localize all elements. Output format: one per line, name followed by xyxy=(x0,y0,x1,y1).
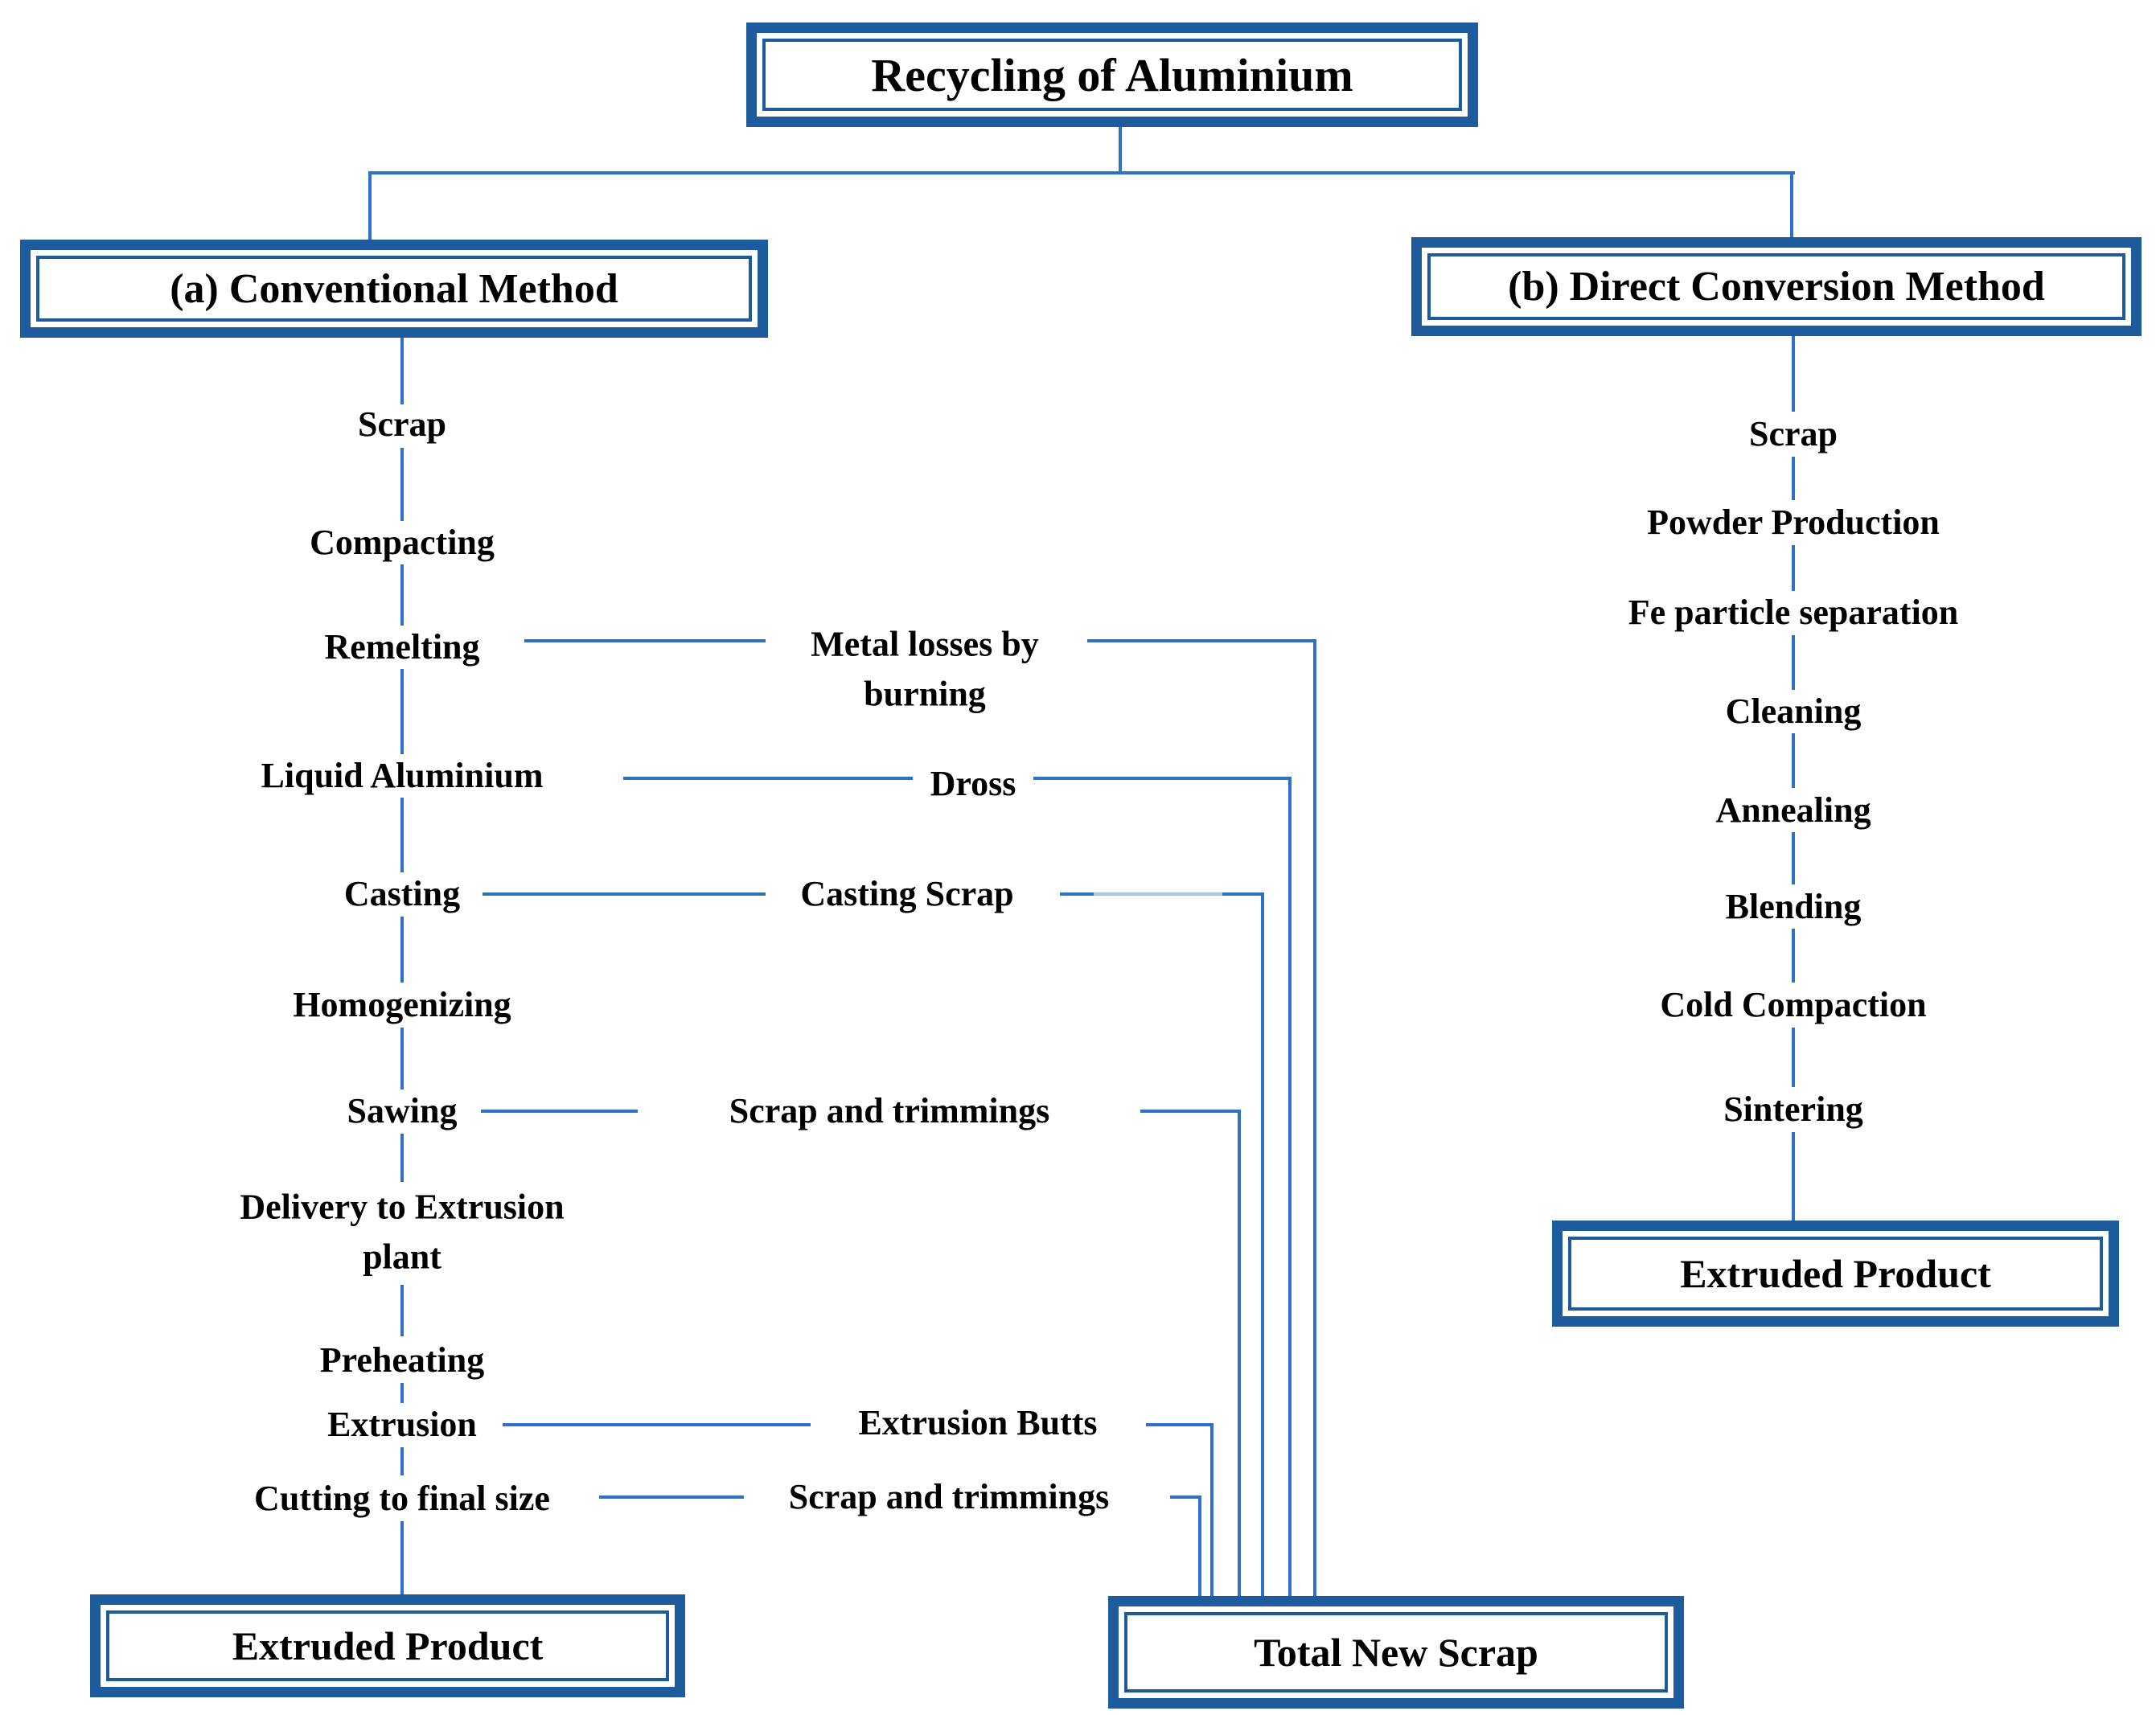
spine-a-seg-1 xyxy=(400,338,404,404)
spine-a-seg-4 xyxy=(400,669,404,754)
step-a-remelting: Remelting xyxy=(324,627,480,667)
step-a-compacting: Compacting xyxy=(310,523,495,563)
byproduct-metal-losses: Metal losses by burning xyxy=(811,624,1039,713)
direct-method-box: (b) Direct Conversion Method xyxy=(1411,237,2142,336)
connector-casting-scrap-right-faded xyxy=(1094,892,1222,896)
connector-title-down xyxy=(1119,127,1122,174)
step-a-casting: Casting xyxy=(343,874,461,914)
page-title: Recycling of Aluminium xyxy=(762,39,1462,111)
step-b-fe-separation: Fe particle separation xyxy=(1628,593,1959,633)
extruded-product-box-direct: Extruded Product xyxy=(1552,1221,2119,1327)
connector-cutting-scrap-right xyxy=(1170,1495,1201,1499)
step-a-homogenizing: Homogenizing xyxy=(293,985,511,1025)
connector-casting-to-casting-scrap xyxy=(483,892,766,896)
step-b-sintering: Sintering xyxy=(1723,1089,1863,1130)
connector-dross-down xyxy=(1288,777,1292,1596)
byproduct-casting-scrap: Casting Scrap xyxy=(800,874,1014,914)
title-box: Recycling of Aluminium xyxy=(746,23,1478,127)
spine-b-seg-8 xyxy=(1792,1028,1795,1087)
spine-a-seg-11 xyxy=(400,1447,404,1475)
direct-method-heading: (b) Direct Conversion Method xyxy=(1427,253,2125,320)
spine-a-seg-2 xyxy=(400,448,404,521)
spine-a-seg-9 xyxy=(400,1285,404,1336)
connector-remelting-to-metal-losses xyxy=(524,639,766,642)
total-new-scrap-box: Total New Scrap xyxy=(1108,1596,1684,1709)
connector-to-direct xyxy=(1790,171,1793,237)
step-a-scrap: Scrap xyxy=(358,404,446,445)
spine-a-seg-7 xyxy=(400,1028,404,1089)
spine-a-seg-8 xyxy=(400,1134,404,1182)
connector-casting-scrap-down xyxy=(1261,892,1264,1596)
spine-b-seg-2 xyxy=(1792,457,1795,500)
connector-liquid-al-to-dross xyxy=(623,777,913,780)
spine-a-seg-10 xyxy=(400,1383,404,1403)
connector-sawing-scrap-down xyxy=(1238,1110,1241,1596)
step-b-blending: Blending xyxy=(1725,887,1862,927)
spine-a-seg-5 xyxy=(400,798,404,872)
byproduct-sawing-scrap: Scrap and trimmings xyxy=(729,1091,1050,1131)
spine-b-seg-7 xyxy=(1792,929,1795,983)
extruded-product-box-conventional: Extruded Product xyxy=(90,1594,685,1697)
connector-top-horizontal xyxy=(368,171,1795,174)
step-b-powder-production: Powder Production xyxy=(1647,503,1940,543)
extruded-product-label-a: Extruded Product xyxy=(106,1610,669,1681)
step-b-cold-compaction: Cold Compaction xyxy=(1660,985,1927,1025)
spine-a-seg-6 xyxy=(400,917,404,983)
connector-metal-losses-down xyxy=(1313,639,1316,1596)
step-b-cleaning: Cleaning xyxy=(1725,691,1862,732)
byproduct-extrusion-butts: Extrusion Butts xyxy=(858,1403,1098,1443)
spine-b-seg-6 xyxy=(1792,832,1795,884)
conventional-method-box: (a) Conventional Method xyxy=(20,240,768,338)
step-a-sawing: Sawing xyxy=(347,1091,458,1131)
step-b-scrap: Scrap xyxy=(1749,414,1838,454)
spine-b-seg-5 xyxy=(1792,733,1795,788)
connector-dross-right xyxy=(1033,777,1292,780)
step-a-extrusion: Extrusion xyxy=(327,1405,477,1445)
conventional-method-heading: (a) Conventional Method xyxy=(36,256,752,322)
byproduct-cutting-scrap: Scrap and trimmings xyxy=(788,1477,1110,1517)
spine-b-seg-9 xyxy=(1792,1132,1795,1221)
step-a-cutting: Cutting to final size xyxy=(254,1479,550,1519)
connector-butts-right xyxy=(1146,1423,1214,1426)
extruded-product-label-b: Extruded Product xyxy=(1568,1237,2103,1311)
connector-metal-losses-right xyxy=(1087,639,1316,642)
connector-cutting-scrap-down xyxy=(1198,1495,1201,1596)
connector-sawing-scrap-right xyxy=(1140,1110,1241,1113)
total-new-scrap-label: Total New Scrap xyxy=(1124,1612,1668,1692)
connector-extrusion-to-butts xyxy=(503,1423,811,1426)
connector-sawing-to-scrap-trimmings xyxy=(481,1110,638,1113)
connector-cutting-to-scrap-trimmings xyxy=(599,1495,744,1499)
spine-b-seg-4 xyxy=(1792,635,1795,690)
spine-a-seg-12 xyxy=(400,1521,404,1594)
step-a-liquid-aluminium: Liquid Aluminium xyxy=(261,756,544,796)
spine-a-seg-3 xyxy=(400,564,404,626)
step-a-preheating: Preheating xyxy=(319,1340,485,1381)
connector-to-conventional xyxy=(368,171,372,240)
spine-b-seg-1 xyxy=(1792,336,1795,412)
step-b-annealing: Annealing xyxy=(1715,790,1871,831)
step-a-delivery: Delivery to Extrusion plant xyxy=(240,1187,565,1276)
byproduct-dross: Dross xyxy=(930,764,1016,804)
connector-butts-down xyxy=(1210,1423,1214,1596)
spine-b-seg-3 xyxy=(1792,545,1795,591)
